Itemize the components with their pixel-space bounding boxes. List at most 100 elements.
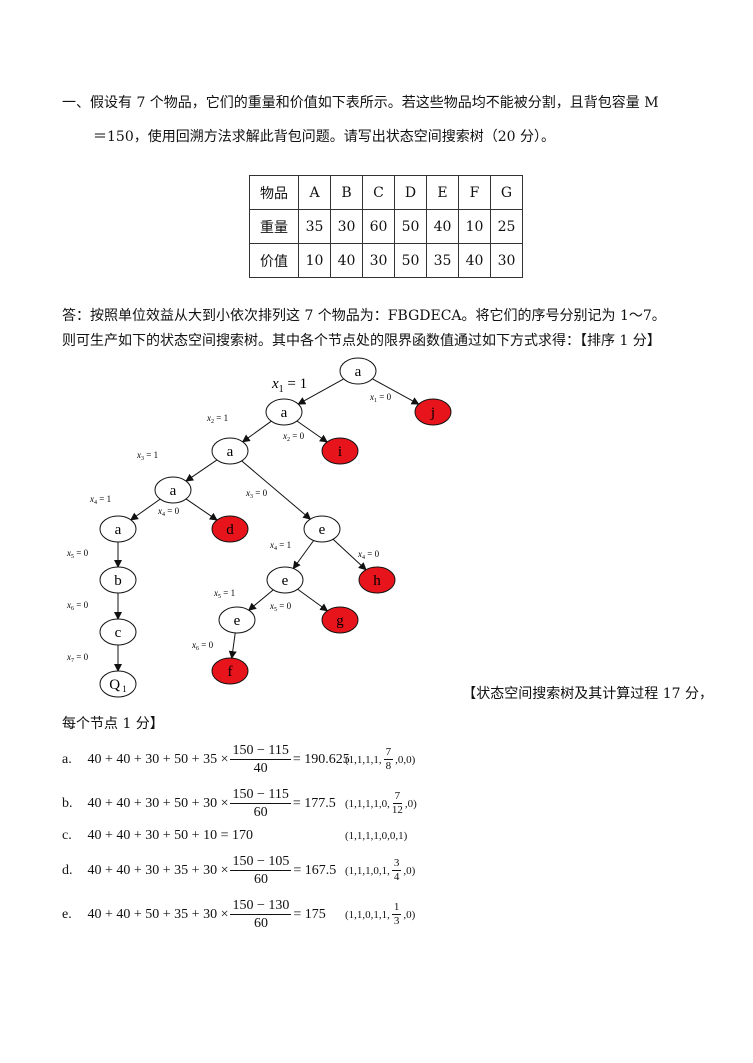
edge-label: x1 = 1 [271,376,307,395]
edge-label: x3 = 0 [245,488,268,500]
calc-expression: 40 + 40 + 30 + 50 + 30 × [84,795,229,811]
tree-node-a: a [211,437,249,465]
fraction-denominator: 3 [393,915,400,927]
tree-node-a: a [154,476,192,504]
tree-node-label: e [319,522,326,538]
fraction-numerator: 150 − 105 [230,854,292,871]
vector-suffix: ,0) [404,797,417,810]
edge-label: x2 = 0 [282,431,305,443]
table-row-weight: 重量 35 30 60 50 40 10 25 [249,209,523,244]
tree-edge [372,378,420,405]
calc-expression: 40 + 40 + 30 + 50 + 35 × [84,751,229,767]
tree-edge [185,498,218,521]
vector-suffix: ,0,0) [395,753,416,766]
question-line-1: 一、假设有 7 个物品，它们的重量和价值如下表所示。若这些物品均不能被分割，且背… [62,95,659,111]
edge-label: x7 = 0 [66,652,89,664]
calc-label: d. [62,862,73,878]
table-cell: 25 [490,209,523,244]
table-cell: 60 [362,209,395,244]
answer-line-2: 则可生产如下的状态空间搜索树。其中各个节点处的限界函数值通过如下方式求得：【排序… [62,333,661,349]
table-cell: C [362,175,395,210]
fraction-numerator: 150 − 115 [230,743,291,760]
table-cell: 40 [330,243,363,278]
state-space-tree: x1 = 1 x1 = 0 x2 = 1 x2 = 0 x3 = 1 x3 = 0 x4 =… [66,357,452,698]
edge-label: x1 = 0 [369,392,392,404]
table-cell: 50 [394,209,427,244]
tree-node-label: a [281,405,288,421]
fraction-numerator: 150 − 115 [230,787,291,804]
fraction-denominator: 60 [253,872,268,887]
tree-node-label: c [115,625,122,641]
edge-label: x4 = 0 [157,506,180,518]
edge-label: x6 = 0 [66,600,89,612]
fraction-numerator: 7 [392,790,403,804]
edge-label: x3 = 1 [136,450,158,462]
fraction-numerator: 150 − 130 [230,898,292,915]
fraction-numerator: 3 [391,857,402,871]
calc-label: c. [62,828,72,843]
vector-suffix: ,0) [403,864,416,877]
tree-node-q: Q 1 [99,670,137,698]
table-cell: G [490,175,523,210]
table-cell: 物品 [249,175,299,210]
question-line-2: ＝150，使用回溯方法求解此背包问题。请写出状态空间搜索树（20 分）。 [93,129,555,145]
table-row-header: 物品 A B C D E F G [249,175,523,210]
table-cell: A [298,175,331,210]
tree-edge [130,498,161,521]
calc-expression: 40 + 40 + 30 + 35 + 30 × [84,862,229,878]
edge-label: x5 = 1 [213,588,235,600]
fraction-numerator: 7 [383,746,394,760]
table-cell: 30 [362,243,395,278]
edge-label: x6 = 0 [191,640,214,652]
fraction-numerator: 1 [391,901,402,915]
tree-node-label: e [282,573,289,589]
tree-node-label: b [114,573,122,589]
edge-label: x5 = 0 [66,548,89,560]
tree-edge [241,420,272,443]
vector-prefix: (1,1,1,1,0,0,1) [345,830,408,842]
fraction-denominator: 60 [253,916,268,931]
table-cell: B [330,175,363,210]
items-table: 物品 A B C D E F G 重量 35 30 60 50 40 10 25… [249,175,523,278]
calc-label: a. [62,751,72,767]
table-cell: F [458,175,491,210]
tree-node-a: a [339,357,377,385]
calc-row: c. 40 + 40 + 30 + 50 + 10 = 170 [62,828,253,844]
tree-node-g: g [321,606,359,634]
tree-node-h: h [358,566,396,594]
vector-prefix: (1,1,1,1,0, [345,797,390,810]
tree-node-label: a [115,522,122,538]
tree-edge [332,538,367,571]
edge-label: x4 = 1 [269,540,291,552]
calc-result: = 175 [293,906,326,922]
edge-label: x2 = 1 [206,413,228,425]
table-cell: 30 [490,243,523,278]
tree-edge [241,460,312,520]
edge-label: x5 = 0 [269,601,292,613]
table-cell: E [426,175,459,210]
tree-node-c: c [99,618,137,646]
calc-label: b. [62,795,73,811]
calc-result: = 190.625 [292,751,350,767]
table-cell: 10 [458,209,491,244]
table-cell: 35 [426,243,459,278]
calc-vector: (1,1,1,1,0,0,1) [345,830,407,842]
tree-edge [297,378,344,405]
table-cell: 40 [426,209,459,244]
score-node-note: 每个节点 1 分】 [62,716,164,732]
table-cell: 35 [298,209,331,244]
tree-node-label: a [227,444,234,460]
tree-node-label: d [226,522,234,538]
tree-node-label: f [228,664,233,680]
tree-node-e: e [303,515,341,543]
